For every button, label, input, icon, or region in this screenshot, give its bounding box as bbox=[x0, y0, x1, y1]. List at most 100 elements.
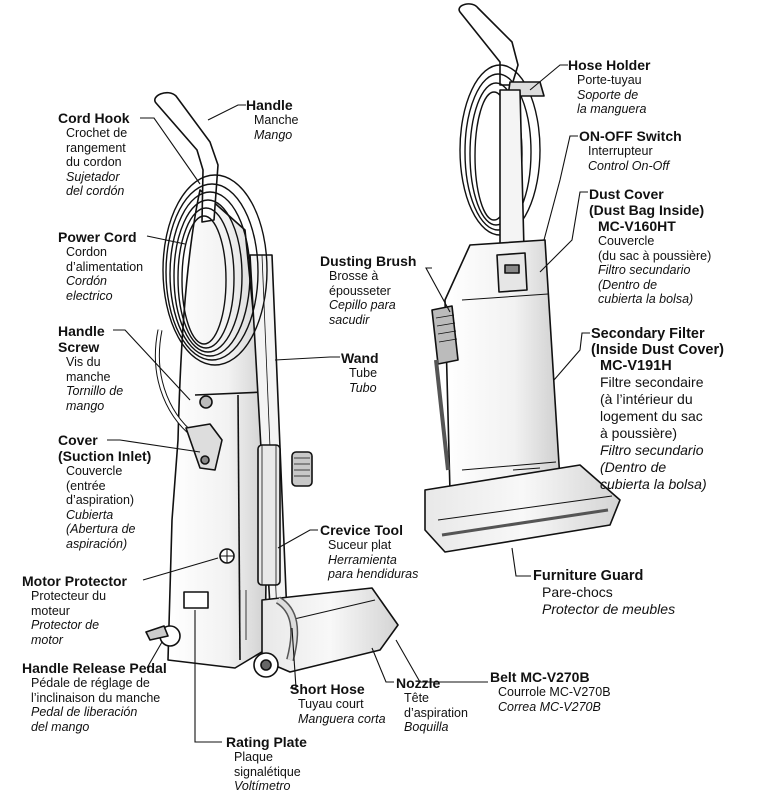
label-belt: Belt MC-V270B Courrole MC-V270B Correa M… bbox=[490, 669, 611, 714]
label-crevice-tool-es-2: para hendiduras bbox=[328, 567, 419, 581]
label-rating-plate-fr-2: signalétique bbox=[234, 764, 301, 779]
label-handle-screw-title-1: Handle bbox=[58, 323, 105, 339]
label-crevice-tool-es-1: Herramienta bbox=[328, 552, 397, 567]
label-handle-screw: Handle Screw Vis du manche Tornillo de m… bbox=[58, 323, 123, 413]
label-furniture-guard-es: Protector de meubles bbox=[542, 601, 676, 617]
label-hose-holder-es-1: Soporte de bbox=[577, 87, 639, 102]
label-secondary-filter-es-2: (Dentro de bbox=[600, 459, 667, 475]
label-short-hose-fr: Tuyau court bbox=[298, 697, 364, 711]
label-secondary-filter-es-3: cubierta la bolsa) bbox=[600, 476, 707, 492]
label-power-cord-es-1: Cordón bbox=[66, 274, 107, 288]
label-nozzle-title: Nozzle bbox=[396, 675, 441, 691]
rear-view-vacuum bbox=[145, 91, 399, 678]
label-furniture-guard: Furniture Guard Pare-chocs Protector de … bbox=[533, 568, 675, 618]
label-handle-es: Mango bbox=[254, 127, 293, 142]
label-cover-es-2: (Abertura de bbox=[66, 522, 136, 536]
label-cord-hook-fr-3: du cordon bbox=[66, 155, 122, 169]
label-cover-es-3: aspiración) bbox=[66, 536, 128, 551]
label-secondary-filter: Secondary Filter (Inside Dust Cover) MC-… bbox=[591, 326, 724, 493]
label-nozzle-fr-2: d’aspiration bbox=[404, 705, 468, 720]
front-view-vacuum bbox=[424, 3, 621, 553]
label-handle-release-pedal-es-2: del mango bbox=[31, 719, 90, 734]
label-cord-hook-title: Cord Hook bbox=[58, 110, 130, 126]
label-on-off-switch-es: Control On-Off bbox=[588, 158, 670, 173]
label-motor-protector-es-1: Protector de bbox=[31, 618, 100, 632]
label-nozzle-fr-1: Tête bbox=[404, 691, 430, 705]
label-handle-title: Handle bbox=[246, 97, 293, 113]
label-handle-release-pedal-es-1: Pedal de liberación bbox=[31, 705, 138, 719]
label-power-cord-fr-1: Cordon bbox=[66, 245, 107, 259]
label-dusting-brush-title: Dusting Brush bbox=[320, 253, 417, 269]
label-handle-screw-fr-1: Vis du bbox=[66, 355, 101, 369]
label-power-cord: Power Cord Cordon d’alimentation Cordón … bbox=[58, 229, 143, 303]
label-furniture-guard-title: Furniture Guard bbox=[533, 568, 644, 584]
label-power-cord-es-2: electrico bbox=[66, 288, 113, 303]
label-handle-screw-es-2: mango bbox=[66, 398, 105, 413]
label-cord-hook-fr-2: rangement bbox=[66, 140, 126, 155]
label-cover-fr-3: d’aspiration) bbox=[66, 493, 135, 507]
label-dust-cover-es-1: Filtro secundario bbox=[598, 263, 691, 277]
label-rating-plate-title: Rating Plate bbox=[226, 734, 307, 750]
label-cord-hook-es-1: Sujetador bbox=[66, 169, 120, 184]
label-secondary-filter-title-2: (Inside Dust Cover) bbox=[591, 342, 724, 358]
label-hose-holder-title: Hose Holder bbox=[568, 57, 651, 73]
label-secondary-filter-model: MC-V191H bbox=[600, 358, 672, 374]
label-cord-hook-es-2: del cordón bbox=[66, 184, 125, 198]
label-wand-fr: Tube bbox=[349, 366, 378, 380]
label-short-hose-title: Short Hose bbox=[290, 681, 365, 697]
label-hose-holder-es-2: la manguera bbox=[577, 102, 647, 116]
label-handle-screw-title-2: Screw bbox=[58, 339, 100, 355]
label-secondary-filter-title-1: Secondary Filter bbox=[591, 326, 705, 342]
label-power-cord-fr-2: d’alimentation bbox=[66, 259, 144, 274]
label-cover-es-1: Cubierta bbox=[66, 507, 114, 522]
label-handle-release-pedal: Handle Release Pedal Pédale de réglage d… bbox=[22, 660, 167, 734]
label-handle-release-pedal-fr-1: Pédale de réglage de bbox=[31, 676, 150, 690]
label-motor-protector-es-2: motor bbox=[31, 632, 63, 647]
label-motor-protector-fr-2: moteur bbox=[31, 603, 70, 618]
label-dust-cover-title-1: Dust Cover bbox=[589, 186, 664, 202]
label-nozzle-es: Boquilla bbox=[404, 720, 449, 734]
label-on-off-switch-title: ON-OFF Switch bbox=[579, 128, 682, 144]
label-hose-holder: Hose Holder Porte-tuyau Soporte de la ma… bbox=[568, 57, 650, 117]
label-handle-fr: Manche bbox=[254, 113, 299, 127]
label-secondary-filter-fr-1: Filtre secondaire bbox=[600, 374, 704, 390]
label-handle-screw-fr-2: manche bbox=[66, 369, 111, 384]
label-dusting-brush-fr-2: épousseter bbox=[329, 283, 391, 298]
label-cover-fr-1: Couvercle bbox=[66, 464, 123, 478]
label-belt-title: Belt MC-V270B bbox=[490, 669, 590, 685]
label-wand: Wand Tube Tubo bbox=[341, 350, 379, 395]
label-on-off-switch-fr: Interrupteur bbox=[588, 144, 653, 158]
label-wand-title: Wand bbox=[341, 350, 379, 366]
label-handle: Handle Manche Mango bbox=[246, 97, 298, 142]
label-short-hose-es: Manguera corta bbox=[298, 711, 386, 726]
label-rating-plate-es: Voltímetro bbox=[234, 779, 291, 793]
label-power-cord-title: Power Cord bbox=[58, 229, 137, 245]
label-dusting-brush: Dusting Brush Brosse à épousseter Cepill… bbox=[320, 253, 416, 327]
leader-lines bbox=[107, 64, 590, 743]
label-dust-cover: Dust Cover (Dust Bag Inside) MC-V160HT C… bbox=[589, 186, 711, 307]
label-belt-fr: Courrole MC-V270B bbox=[498, 685, 611, 699]
label-motor-protector: Motor Protector Protecteur du moteur Pro… bbox=[22, 573, 127, 647]
label-dusting-brush-es-2: sacudir bbox=[329, 312, 370, 327]
label-cord-hook: Cord Hook Crochet de rangement du cordon… bbox=[58, 110, 130, 199]
label-crevice-tool-fr: Suceur plat bbox=[328, 538, 392, 552]
label-dust-cover-fr-1: Couvercle bbox=[598, 234, 655, 248]
label-dust-cover-fr-2: (du sac à poussière) bbox=[598, 248, 712, 263]
label-short-hose: Short Hose Tuyau court Manguera corta bbox=[290, 681, 386, 726]
label-wand-es: Tubo bbox=[349, 380, 377, 395]
label-dust-cover-model: MC-V160HT bbox=[598, 218, 676, 234]
label-nozzle: Nozzle Tête d’aspiration Boquilla bbox=[396, 675, 468, 735]
label-secondary-filter-fr-4: à poussière) bbox=[600, 425, 678, 441]
label-handle-screw-es-1: Tornillo de bbox=[66, 384, 124, 398]
label-handle-release-pedal-fr-2: l’inclinaison du manche bbox=[31, 690, 161, 705]
label-secondary-filter-fr-3: logement du sac bbox=[600, 408, 703, 424]
label-cover: Cover (Suction Inlet) Couvercle (entrée … bbox=[58, 432, 151, 551]
label-on-off-switch: ON-OFF Switch Interrupteur Control On-Of… bbox=[579, 128, 682, 173]
label-dusting-brush-fr-1: Brosse à bbox=[329, 269, 379, 283]
label-belt-es: Correa MC-V270B bbox=[498, 699, 601, 714]
label-cover-fr-2: (entrée bbox=[66, 478, 106, 493]
label-cover-title-2: (Suction Inlet) bbox=[58, 448, 152, 464]
label-dust-cover-es-2: (Dentro de bbox=[598, 277, 658, 292]
label-dust-cover-es-3: cubierta la bolsa) bbox=[598, 292, 694, 306]
label-cover-title-1: Cover bbox=[58, 432, 98, 448]
